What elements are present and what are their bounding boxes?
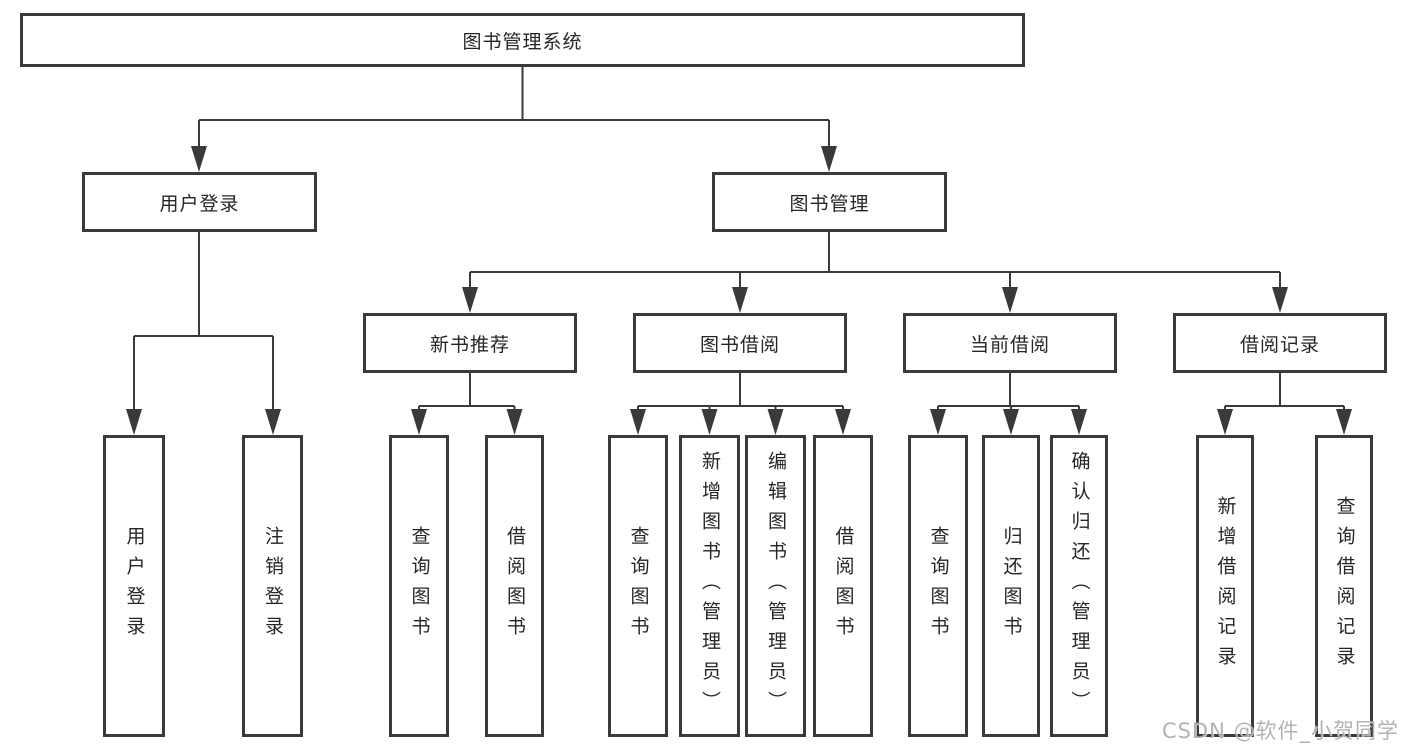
leaf-label: 查询图书 [408, 526, 431, 646]
arrowhead [930, 409, 946, 435]
arrowhead [265, 409, 281, 435]
node-book-management: 图书管理 [712, 172, 947, 232]
leaf-edit-books-admin: 编辑图书（管理员） [745, 435, 806, 737]
arrowhead [1272, 287, 1288, 313]
arrowhead [1336, 409, 1352, 435]
arrowhead [191, 146, 207, 172]
leaf-label: 借阅图书 [504, 526, 526, 646]
leaf-label: 借阅图书 [832, 526, 855, 646]
arrowhead [1217, 409, 1233, 435]
leaf-label: 新增图书（管理员） [699, 451, 721, 721]
arrowhead [701, 409, 718, 435]
leaf-label: 确认归还（管理员） [1068, 451, 1091, 721]
connector-recommend-to-leaves [418, 373, 516, 414]
arrowhead [1071, 409, 1087, 435]
leaf-label: 查询图书 [627, 526, 650, 646]
leaf-label: 新增借阅记录 [1214, 496, 1237, 676]
leaf-logout: 注销登录 [242, 435, 303, 737]
connector-current-to-leaves [937, 373, 1080, 414]
leaf-query-borrow-record: 查询借阅记录 [1315, 435, 1373, 737]
connector-bookmgmt-to-level3 [469, 232, 1281, 291]
connector-records-to-leaves [1224, 373, 1345, 414]
arrowhead [462, 287, 478, 313]
leaf-borrow-books: 借阅图书 [813, 435, 873, 737]
leaf-label: 查询图书 [927, 526, 950, 646]
leaf-user-login: 用户登录 [103, 435, 165, 737]
leaf-label: 查询借阅记录 [1333, 496, 1356, 676]
leaf-query-books-recommend: 查询图书 [389, 435, 449, 737]
leaf-add-books-admin: 新增图书（管理员） [679, 435, 740, 737]
leaf-borrow-books-recommend: 借阅图书 [485, 435, 544, 737]
arrowhead [835, 409, 851, 435]
node-user-login: 用户登录 [82, 172, 317, 232]
connector-root-to-level2 [198, 67, 830, 150]
node-book-borrowing: 图书借阅 [633, 313, 847, 373]
node-new-book-recommendation: 新书推荐 [363, 313, 577, 373]
node-library-management-system: 图书管理系统 [20, 13, 1025, 67]
leaf-return-books: 归还图书 [982, 435, 1040, 737]
leaf-confirm-return-admin: 确认归还（管理员） [1050, 435, 1108, 737]
connector-userlogin-to-leaves [133, 232, 274, 413]
leaf-label: 归还图书 [1000, 526, 1023, 646]
leaf-add-borrow-record: 新增借阅记录 [1196, 435, 1254, 737]
node-borrowing-records: 借阅记录 [1173, 313, 1387, 373]
arrowhead [411, 409, 427, 435]
csdn-watermark: CSDN @软件_小贺同学 [1161, 719, 1399, 743]
node-current-borrowing: 当前借阅 [903, 313, 1117, 373]
leaf-query-books-borrow: 查询图书 [608, 435, 668, 737]
arrowhead [1002, 287, 1018, 313]
arrowhead [126, 409, 142, 435]
leaf-label: 用户登录 [123, 526, 146, 646]
arrowhead [767, 409, 784, 435]
arrowhead [821, 146, 837, 172]
leaf-label: 编辑图书（管理员） [765, 451, 787, 721]
leaf-query-books-current: 查询图书 [908, 435, 968, 737]
arrowhead [630, 409, 646, 435]
arrowhead [732, 287, 748, 313]
connector-borrow-to-leaves [637, 373, 844, 414]
leaf-label: 注销登录 [262, 526, 284, 646]
arrowhead [1003, 409, 1019, 435]
arrowhead [506, 409, 523, 435]
